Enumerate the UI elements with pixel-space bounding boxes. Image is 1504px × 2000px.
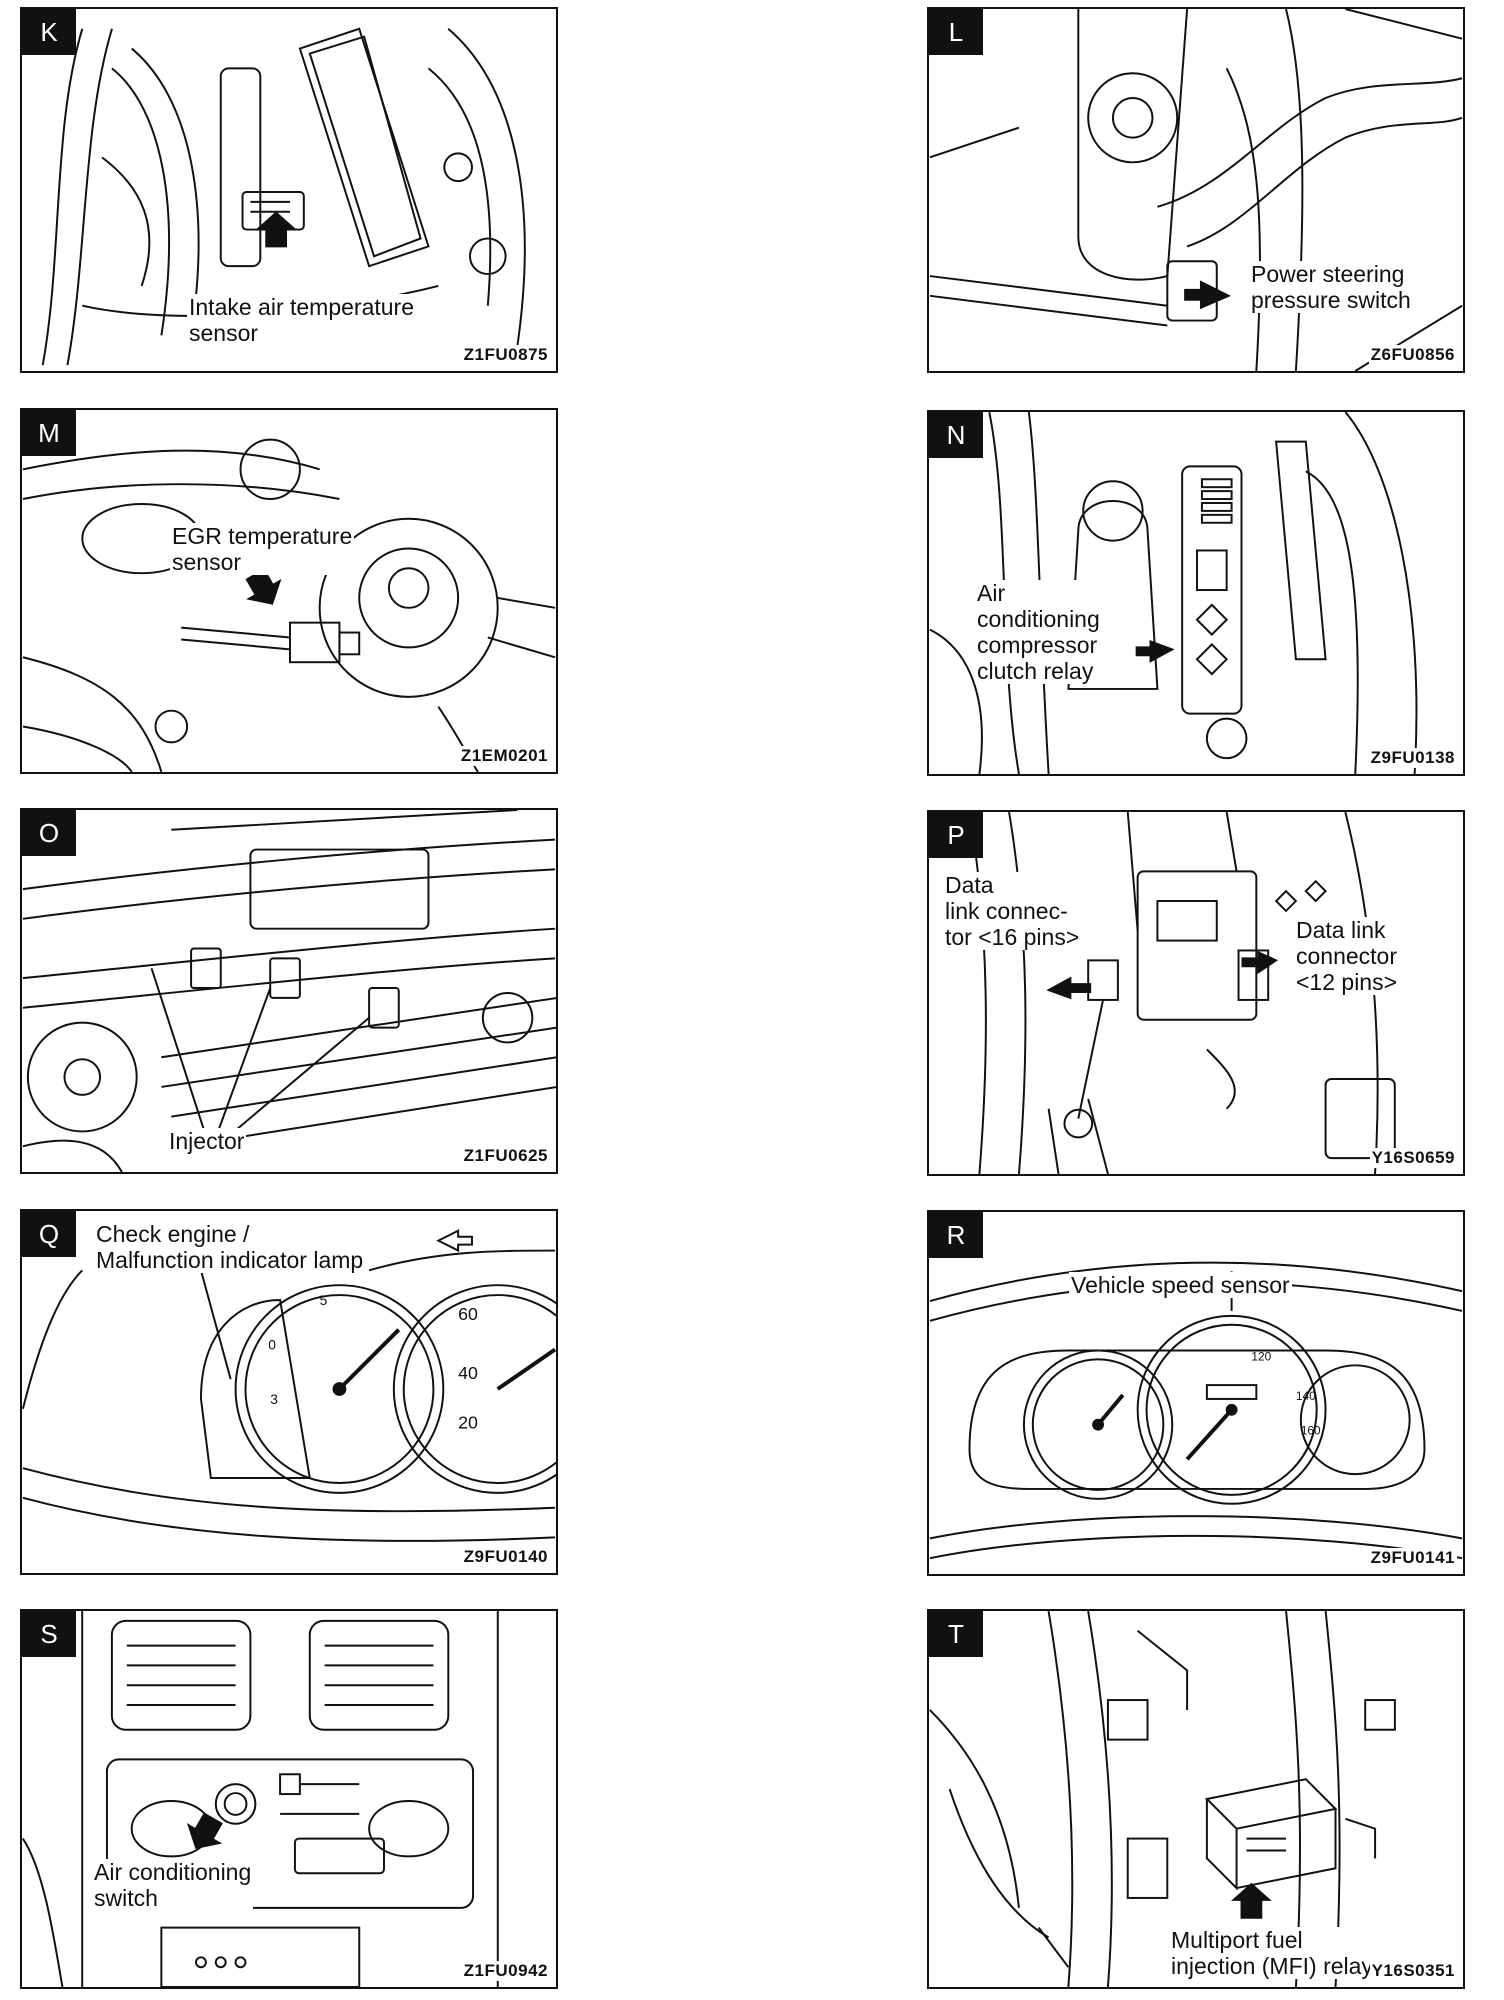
callout-line: EGR temperature — [172, 523, 353, 549]
callout-label: Data link connector <12 pins> — [1294, 917, 1400, 995]
callout-line: Multiport fuel — [1171, 1927, 1303, 1953]
callout-label: Air conditioning switch — [92, 1859, 254, 1911]
callout-label: Power steering pressure switch — [1249, 261, 1413, 313]
callout-line: Vehicle speed sensor — [1071, 1272, 1290, 1298]
callout-line: Malfunction indicator lamp — [96, 1247, 364, 1273]
panel-l: L Power steering pressure switch Z6FU085… — [927, 7, 1465, 373]
panel-letter: M — [22, 410, 76, 456]
callout-label: Multiport fuel injection (MFI) relay — [1169, 1927, 1375, 1979]
panel-o: O Injector Z1FU0625 — [20, 808, 558, 1174]
callout-line: switch — [94, 1885, 158, 1911]
panel-m: M EGR temperature sensor Z1EM0201 — [20, 408, 558, 774]
callout-line: Check engine / — [96, 1221, 250, 1247]
check-engine-lamp-illustration: 0 3 5 60 40 20 — [22, 1229, 556, 1542]
callout-label: Check engine / Malfunction indicator lam… — [94, 1221, 366, 1273]
panel-letter: Q — [22, 1211, 76, 1257]
figure-code: Z1FU0625 — [461, 1146, 550, 1166]
svg-text:120: 120 — [1251, 1349, 1271, 1363]
figure-code: Z1FU0875 — [461, 345, 550, 365]
svg-text:5: 5 — [320, 1292, 328, 1308]
panel-s: S Air conditioning switch Z1FU0942 — [20, 1609, 558, 1989]
svg-text:140: 140 — [1296, 1389, 1316, 1403]
callout-line: Air conditioning — [94, 1859, 252, 1885]
panel-letter: N — [929, 412, 983, 458]
figure-code: Y16S0351 — [1369, 1961, 1457, 1981]
panel-t: T Multiport fuel injection (MFI) relay Y… — [927, 1609, 1465, 1989]
callout-line: pressure switch — [1251, 287, 1411, 313]
injector-illustration — [22, 810, 556, 1172]
svg-text:160: 160 — [1301, 1424, 1321, 1438]
svg-text:40: 40 — [458, 1363, 478, 1383]
callout-line: injection (MFI) relay — [1171, 1953, 1373, 1979]
callout-line: sensor — [172, 549, 242, 575]
callout-line: connector — [1296, 943, 1398, 969]
mfi-relay-illustration — [929, 1611, 1396, 1987]
intake-air-temperature-sensor-illustration — [41, 27, 526, 366]
callout-label: EGR temperature sensor — [170, 523, 355, 575]
panel-n: N Air conditioning compressor clutch rel… — [927, 410, 1465, 776]
callout-label: Data link connec- tor <16 pins> — [943, 872, 1082, 950]
figure-code: Y16S0659 — [1369, 1148, 1457, 1168]
panel-letter: O — [22, 810, 76, 856]
callout-line: Injector — [169, 1128, 245, 1154]
callout-label: Intake air temperature sensor — [187, 294, 417, 346]
callout-label: Injector — [167, 1128, 247, 1154]
vehicle-speed-sensor-illustration: 120 140 160 — [929, 1261, 1463, 1560]
callout-line: conditioning — [977, 606, 1100, 632]
panel-letter: R — [929, 1212, 983, 1258]
callout-line: link connec- — [945, 898, 1068, 924]
callout-label: Air conditioning compressor clutch relay — [975, 580, 1102, 684]
panel-letter: K — [22, 9, 76, 55]
callout-label: Vehicle speed sensor — [1069, 1272, 1292, 1298]
svg-text:60: 60 — [458, 1304, 478, 1324]
svg-text:0: 0 — [268, 1336, 276, 1352]
figure-code: Z1EM0201 — [458, 746, 550, 766]
figure-code: Z9FU0141 — [1368, 1548, 1457, 1568]
callout-line: clutch relay — [977, 658, 1094, 684]
panel-letter: P — [929, 812, 983, 858]
callout-line: Data — [945, 872, 994, 898]
svg-text:3: 3 — [270, 1391, 278, 1407]
panel-letter: T — [929, 1611, 983, 1657]
callout-line: Data link — [1296, 917, 1386, 943]
panel-r: 120 140 160 R Vehicle speed sensor Z9FU0… — [927, 1210, 1465, 1576]
figure-code: Z6FU0856 — [1368, 345, 1457, 365]
callout-line: compressor — [977, 632, 1098, 658]
panel-q: 0 3 5 60 40 20 Q Check engine / Malfunct… — [20, 1209, 558, 1575]
panel-p: P Data link connec- tor <16 pins> Data l… — [927, 810, 1465, 1176]
figure-code: Z9FU0138 — [1368, 748, 1457, 768]
svg-text:20: 20 — [458, 1413, 478, 1433]
panel-k: K Intake air temperature sensor Z1FU0875 — [20, 7, 558, 373]
callout-line: tor <16 pins> — [945, 924, 1080, 950]
panel-letter: S — [22, 1611, 76, 1657]
power-steering-pressure-switch-illustration — [929, 9, 1463, 371]
callout-line: Air — [977, 580, 1006, 606]
callout-line: Power steering — [1251, 261, 1405, 287]
callout-line: Intake air temperature — [189, 294, 415, 320]
callout-line: sensor — [189, 320, 259, 346]
air-conditioning-switch-illustration — [22, 1611, 499, 1987]
figure-code: Z1FU0942 — [461, 1961, 550, 1981]
callout-line: <12 pins> — [1296, 969, 1398, 995]
figure-code: Z9FU0140 — [461, 1547, 550, 1567]
panel-letter: L — [929, 9, 983, 55]
egr-temperature-sensor-illustration — [22, 438, 556, 772]
